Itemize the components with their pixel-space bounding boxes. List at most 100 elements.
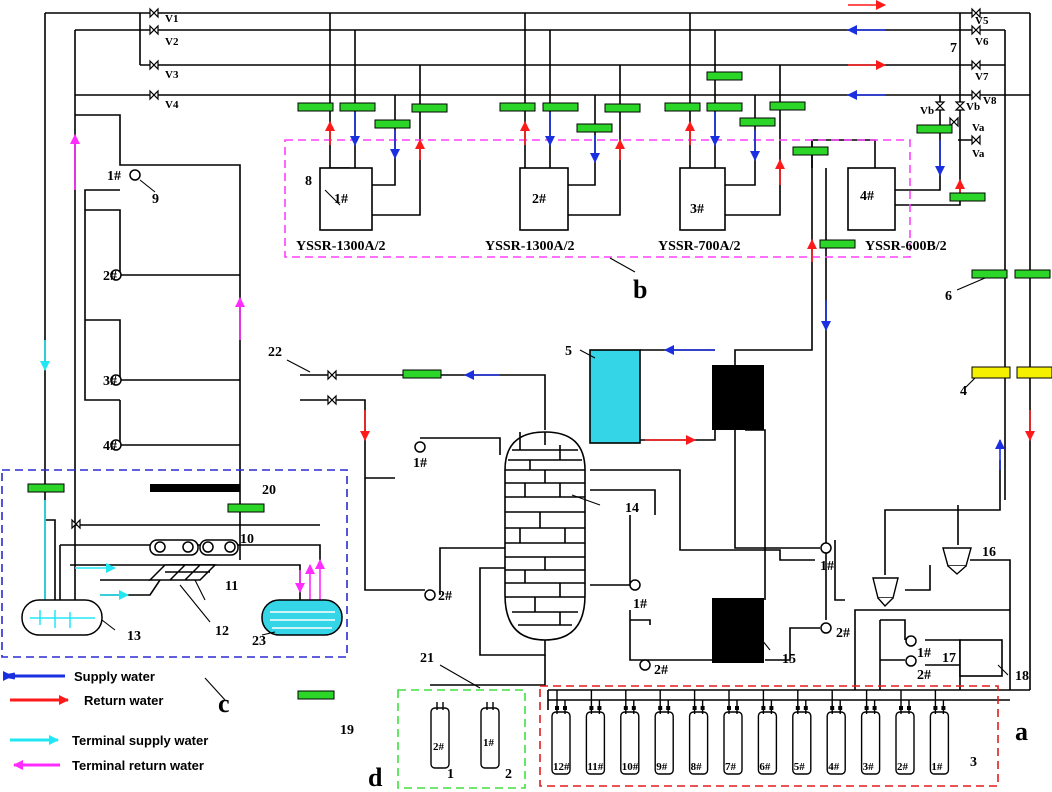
well-body bbox=[585, 711, 606, 775]
flow-meters bbox=[27, 71, 1051, 700]
region-label-c: c bbox=[218, 689, 230, 718]
number-3: 3 bbox=[970, 755, 977, 770]
well-cap bbox=[795, 706, 800, 710]
well-d-1-label: 1# bbox=[483, 737, 495, 749]
well-cap bbox=[941, 706, 946, 710]
number-9: 9 bbox=[152, 192, 159, 207]
pump-17-1-label: 1# bbox=[917, 646, 931, 661]
valve-label-v4: V4 bbox=[165, 99, 179, 111]
well-body bbox=[723, 711, 743, 775]
component-20-bar bbox=[150, 484, 240, 492]
region-b-box bbox=[284, 139, 911, 258]
legend-terminal-supply-water: Terminal supply water bbox=[72, 733, 208, 748]
well-cap bbox=[727, 706, 731, 710]
number-5: 5 bbox=[565, 344, 572, 359]
well-label: 10# bbox=[622, 761, 639, 773]
well-cap bbox=[872, 706, 877, 710]
well-body bbox=[757, 711, 778, 775]
well-body bbox=[654, 711, 674, 775]
region-label-a: a bbox=[1015, 717, 1028, 746]
tank-pump-2-label: 2# bbox=[438, 589, 452, 604]
valve-label-v5: V5 bbox=[975, 15, 989, 27]
valve-label-v7: V7 bbox=[975, 71, 989, 83]
heat-pump-2-label: 2# bbox=[532, 192, 546, 207]
terminal-pump-4-label: 4# bbox=[103, 439, 117, 454]
number-12: 12 bbox=[215, 624, 229, 639]
heat-pump-3-label: 3# bbox=[690, 202, 704, 217]
well-body bbox=[688, 711, 709, 775]
well-cap bbox=[666, 706, 671, 710]
well-label: 11# bbox=[587, 761, 603, 773]
well-cap bbox=[692, 706, 697, 710]
mid-pump-2-label: 2# bbox=[654, 663, 668, 678]
valve-labels: V1 V2 V3 V4 V5 V6 V7 V8 Vb Vb Va Va bbox=[165, 13, 997, 160]
well-label: 3# bbox=[863, 761, 875, 773]
well-cap bbox=[623, 706, 628, 710]
valve-label-va-2: Va bbox=[972, 148, 985, 160]
number-14: 14 bbox=[625, 501, 639, 516]
well-cap bbox=[589, 706, 594, 710]
region-a-box bbox=[539, 685, 999, 787]
well-cap bbox=[899, 706, 903, 710]
number-6: 6 bbox=[945, 289, 952, 304]
pump-17-2-label: 2# bbox=[917, 668, 931, 683]
well-cap bbox=[761, 706, 766, 710]
well: 11# bbox=[585, 690, 606, 775]
region-c-equipment bbox=[21, 539, 343, 636]
legend-supply-water: Supply water bbox=[74, 669, 155, 684]
well: 10# bbox=[620, 690, 640, 775]
well-cap bbox=[563, 706, 567, 710]
well-label: 8# bbox=[691, 761, 703, 773]
well-cap bbox=[838, 706, 843, 710]
well-cap bbox=[769, 706, 774, 710]
well-label: 12# bbox=[553, 761, 570, 773]
well-body bbox=[929, 711, 950, 775]
well-cap bbox=[631, 706, 636, 710]
heat-pump-1-label: 1# bbox=[334, 192, 348, 207]
legend-return-water: Return water bbox=[84, 693, 163, 708]
well-label: 1# bbox=[931, 761, 943, 773]
terminal-pumps bbox=[110, 169, 141, 451]
water-tank-5 bbox=[589, 349, 641, 444]
well: 12# bbox=[551, 690, 571, 775]
well-label: 7# bbox=[725, 761, 737, 773]
well-cap bbox=[933, 706, 938, 710]
well-cap bbox=[803, 706, 808, 710]
well-cap bbox=[830, 706, 835, 710]
filter-separators-16 bbox=[872, 547, 972, 608]
number-7: 7 bbox=[950, 41, 957, 56]
well-cap bbox=[735, 706, 739, 710]
valve-label-v8: V8 bbox=[983, 95, 997, 107]
heat-pump-4-label: 4# bbox=[860, 189, 874, 204]
number-13: 13 bbox=[127, 629, 141, 644]
component-18-box bbox=[959, 639, 1003, 677]
circulation-pumps bbox=[414, 441, 917, 671]
number-16: 16 bbox=[982, 545, 996, 560]
number-11: 11 bbox=[225, 579, 238, 594]
flow-arrows bbox=[40, 0, 1035, 600]
number-21: 21 bbox=[420, 651, 434, 666]
number-18: 18 bbox=[1015, 669, 1029, 684]
valve-label-v6: V6 bbox=[975, 36, 989, 48]
valve-label-va-1: Va bbox=[972, 122, 985, 134]
heat-pump-3-model: YSSR-700A/2 bbox=[658, 239, 740, 254]
legend: Supply water Return water Terminal suppl… bbox=[3, 669, 208, 773]
well: 4# bbox=[826, 690, 846, 775]
terminal-pump-1-label: 1# bbox=[107, 169, 121, 184]
well-d-2-label: 2# bbox=[433, 741, 445, 753]
number-15: 15 bbox=[782, 652, 796, 667]
valve-label-vb-2: Vb bbox=[966, 101, 980, 113]
well-body bbox=[551, 711, 571, 775]
well-cap bbox=[658, 706, 663, 710]
heat-meter-yellow-1 bbox=[971, 366, 1011, 379]
well-label: 5# bbox=[794, 761, 806, 773]
legend-terminal-return-water: Terminal return water bbox=[72, 758, 204, 773]
well: 7# bbox=[723, 690, 743, 775]
mid-pump-1-label: 1# bbox=[633, 597, 647, 612]
region-label-b: b bbox=[633, 275, 647, 304]
heat-pump-2-model: YSSR-1300A/2 bbox=[485, 239, 574, 254]
hx-pump-1-label: 1# bbox=[820, 559, 834, 574]
heat-pump-1-model: YSSR-1300A/2 bbox=[296, 239, 385, 254]
number-1: 1 bbox=[447, 767, 454, 782]
valves bbox=[71, 7, 981, 530]
